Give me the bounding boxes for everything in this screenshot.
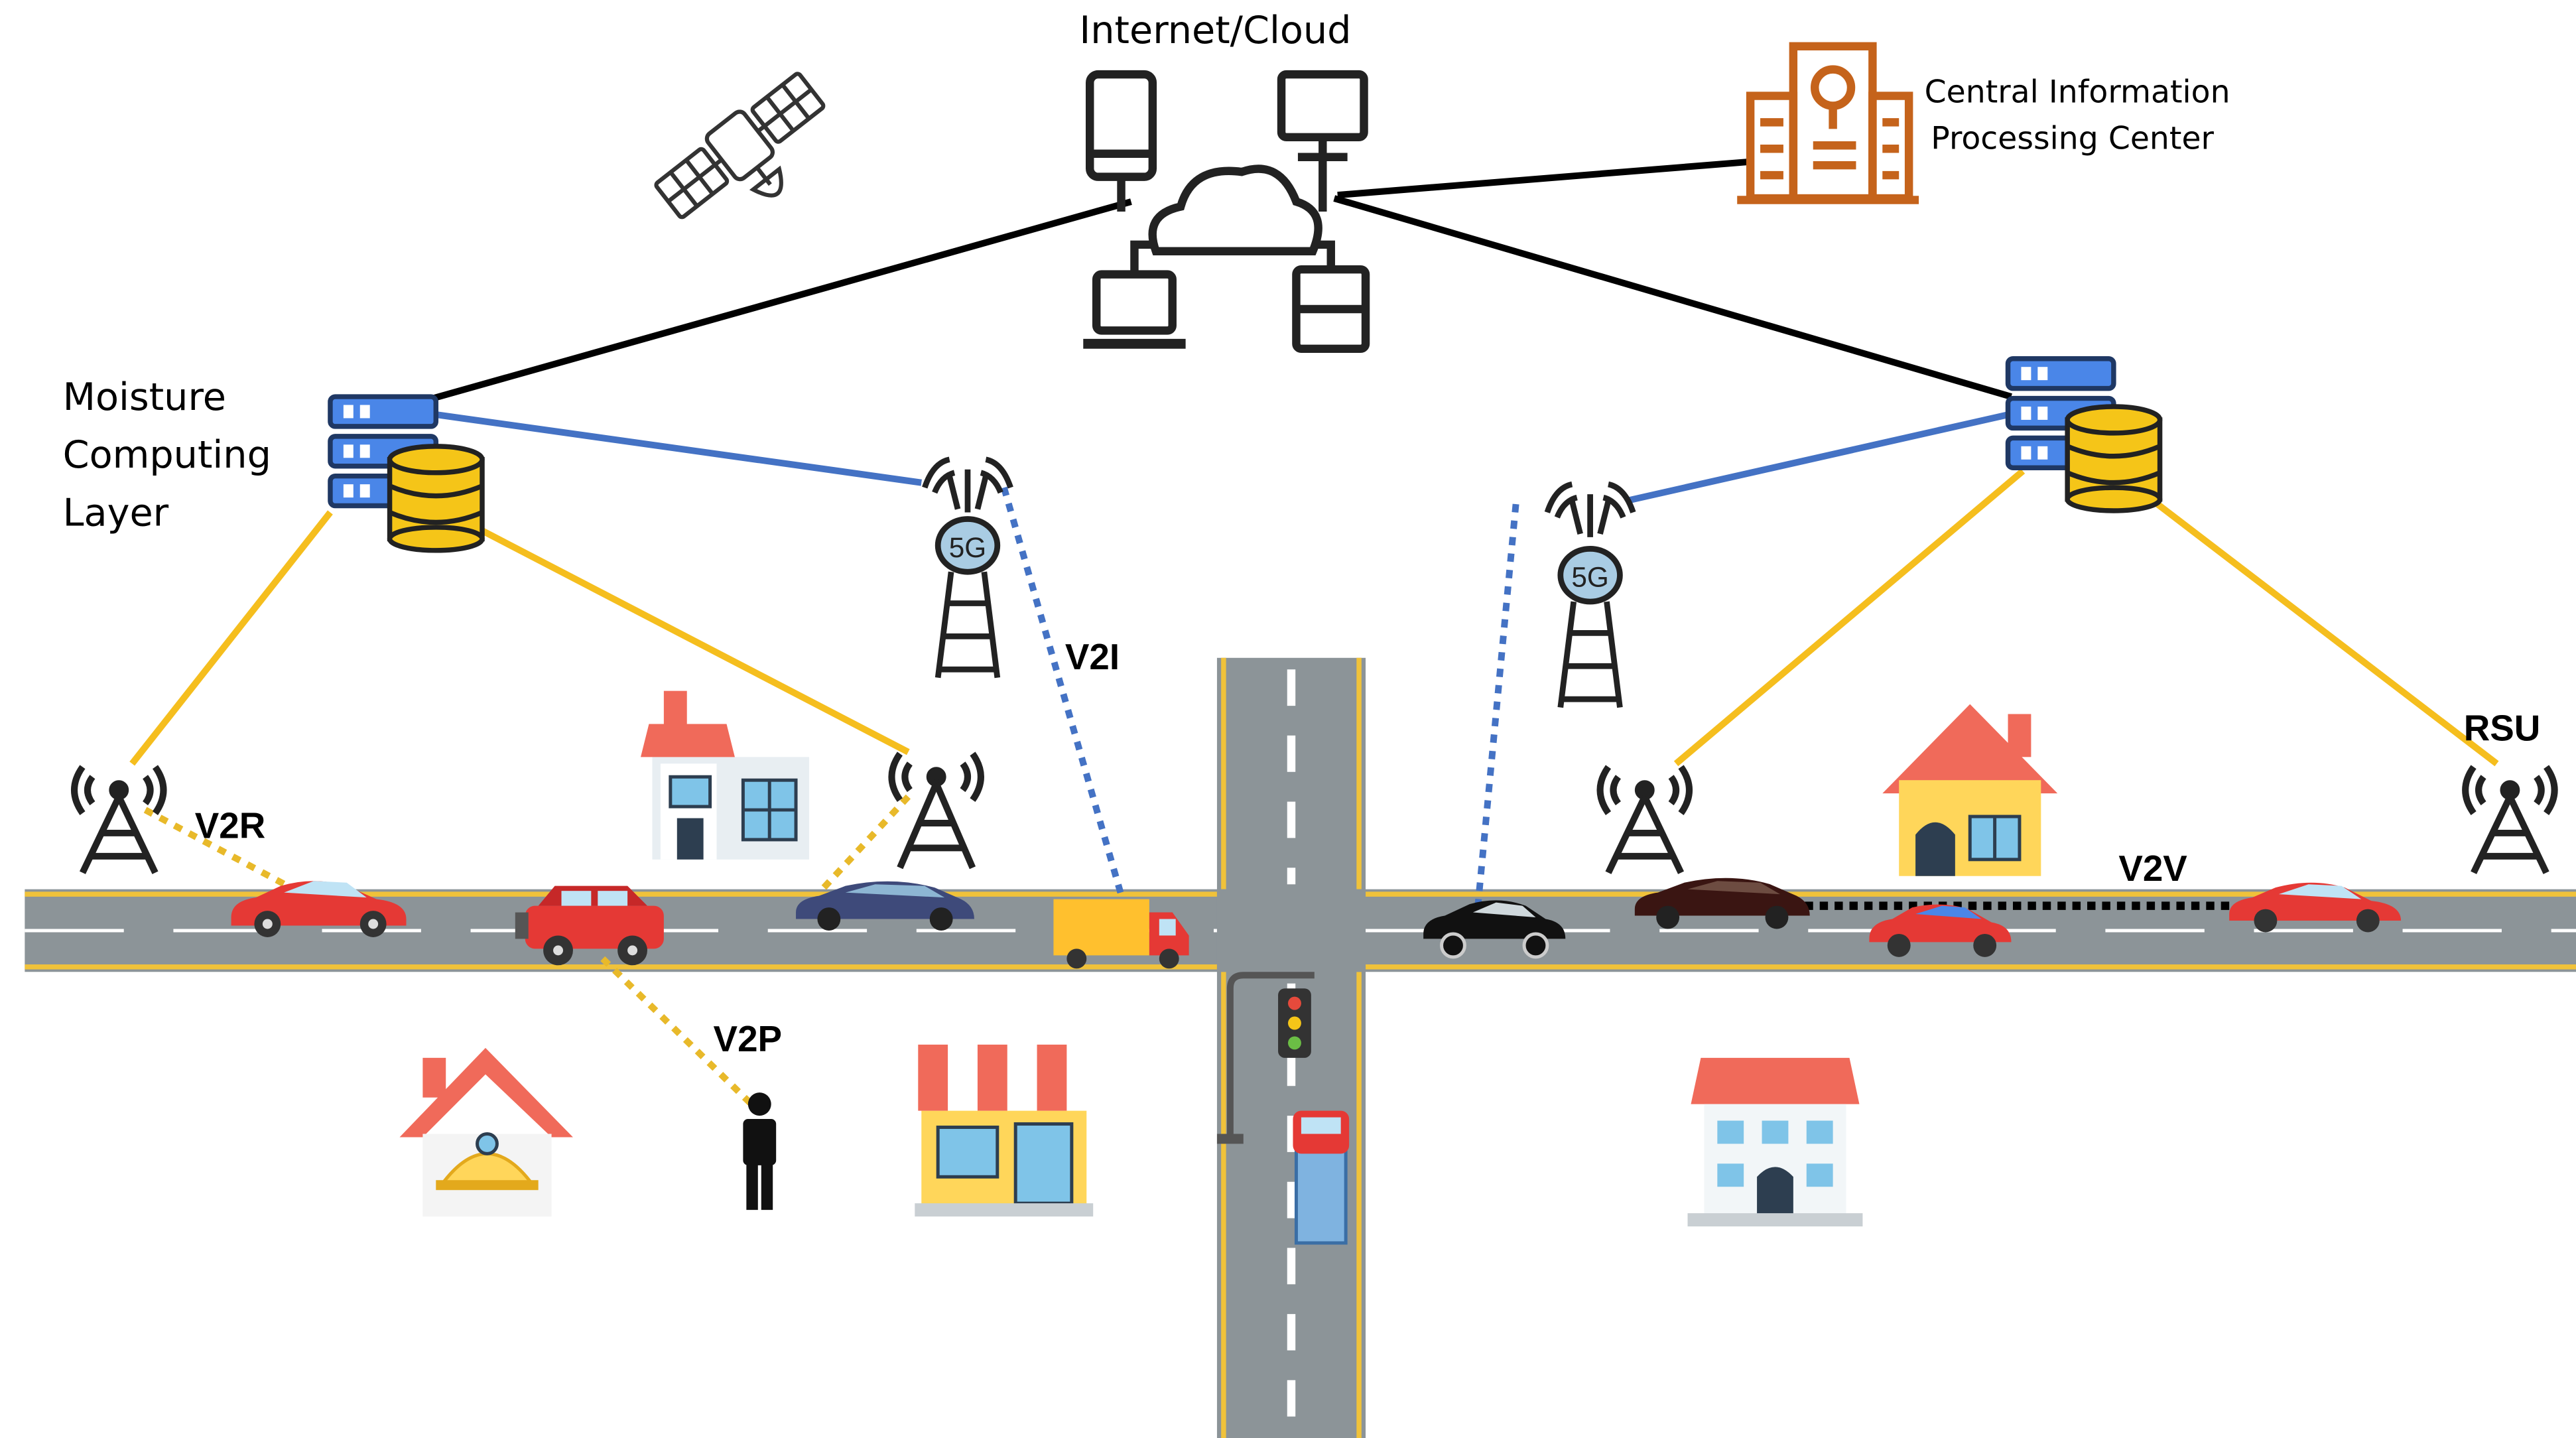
house-icon — [1882, 704, 2058, 876]
v2r-label: V2R — [195, 805, 266, 846]
v2i-link-left — [1000, 486, 1126, 902]
car-icon — [1423, 900, 1566, 959]
rsu-car-link — [820, 794, 911, 892]
traffic-light-icon — [1216, 972, 1315, 1144]
fiber-link-left — [425, 410, 922, 486]
layer-label-line3: Layer — [63, 490, 169, 535]
backbone-link-central — [1337, 159, 1748, 199]
layer-label-line2: Computing — [63, 432, 271, 477]
tower-5g-label: 5G — [949, 532, 986, 563]
cloud-label: Internet/Cloud — [1079, 8, 1351, 52]
phone-icon — [1086, 70, 1157, 181]
shop-icon — [915, 1044, 1094, 1217]
links — [129, 159, 2499, 1107]
backbone-link-right — [1333, 195, 2012, 400]
v2p-link — [600, 956, 754, 1107]
fiber-link-right — [1626, 410, 2016, 504]
server-database-icon — [2005, 356, 2163, 513]
v2p-label: V2P — [714, 1018, 783, 1059]
satellite-icon — [654, 72, 826, 220]
radio-tower-icon — [888, 752, 984, 870]
rsu-link-4 — [2144, 493, 2499, 767]
labels: Internet/Cloud Central Information Proce… — [63, 8, 2541, 1059]
radio-tower-icon — [71, 765, 167, 874]
central-label-line2: Processing Center — [1931, 120, 2214, 157]
central-label-line1: Central Information — [1925, 74, 2230, 110]
house-icon — [641, 690, 809, 860]
car-icon — [1869, 904, 2012, 957]
rsu-link-3 — [1673, 468, 2026, 767]
person-icon — [743, 1092, 777, 1210]
truck-icon — [1053, 899, 1189, 969]
rsu-label: RSU — [2464, 707, 2541, 748]
house-icon — [1687, 1057, 1863, 1227]
cloud-network-icon — [1083, 70, 1370, 354]
car-icon — [2229, 882, 2402, 933]
house-icon — [399, 1047, 573, 1217]
car-icon — [1634, 878, 1810, 929]
v2v-label: V2V — [2118, 848, 2187, 889]
backbone-link-left — [420, 198, 1132, 405]
v2r-link — [143, 807, 296, 893]
bus-icon — [1293, 1110, 1350, 1245]
radio-tower-icon — [2462, 765, 2558, 874]
rsu-link-1 — [129, 510, 333, 766]
laptop-icon — [1092, 270, 1177, 335]
v2i-label: V2I — [1065, 636, 1120, 677]
layer-label-line1: Moisture — [63, 375, 226, 419]
5g-tower-icon: 5G — [922, 456, 1013, 679]
tower-5g-label: 5G — [1571, 562, 1608, 593]
rsu-link-2 — [477, 526, 910, 755]
monitor-icon — [1277, 70, 1368, 142]
car-icon — [231, 881, 407, 937]
server-database-icon — [328, 394, 485, 553]
car-icon — [796, 881, 974, 931]
suv-icon — [515, 885, 664, 966]
v2i-link-right — [1474, 503, 1519, 907]
building-location-icon — [1737, 42, 1919, 204]
5g-tower-icon: 5G — [1544, 481, 1636, 708]
radio-tower-icon — [1596, 765, 1693, 874]
